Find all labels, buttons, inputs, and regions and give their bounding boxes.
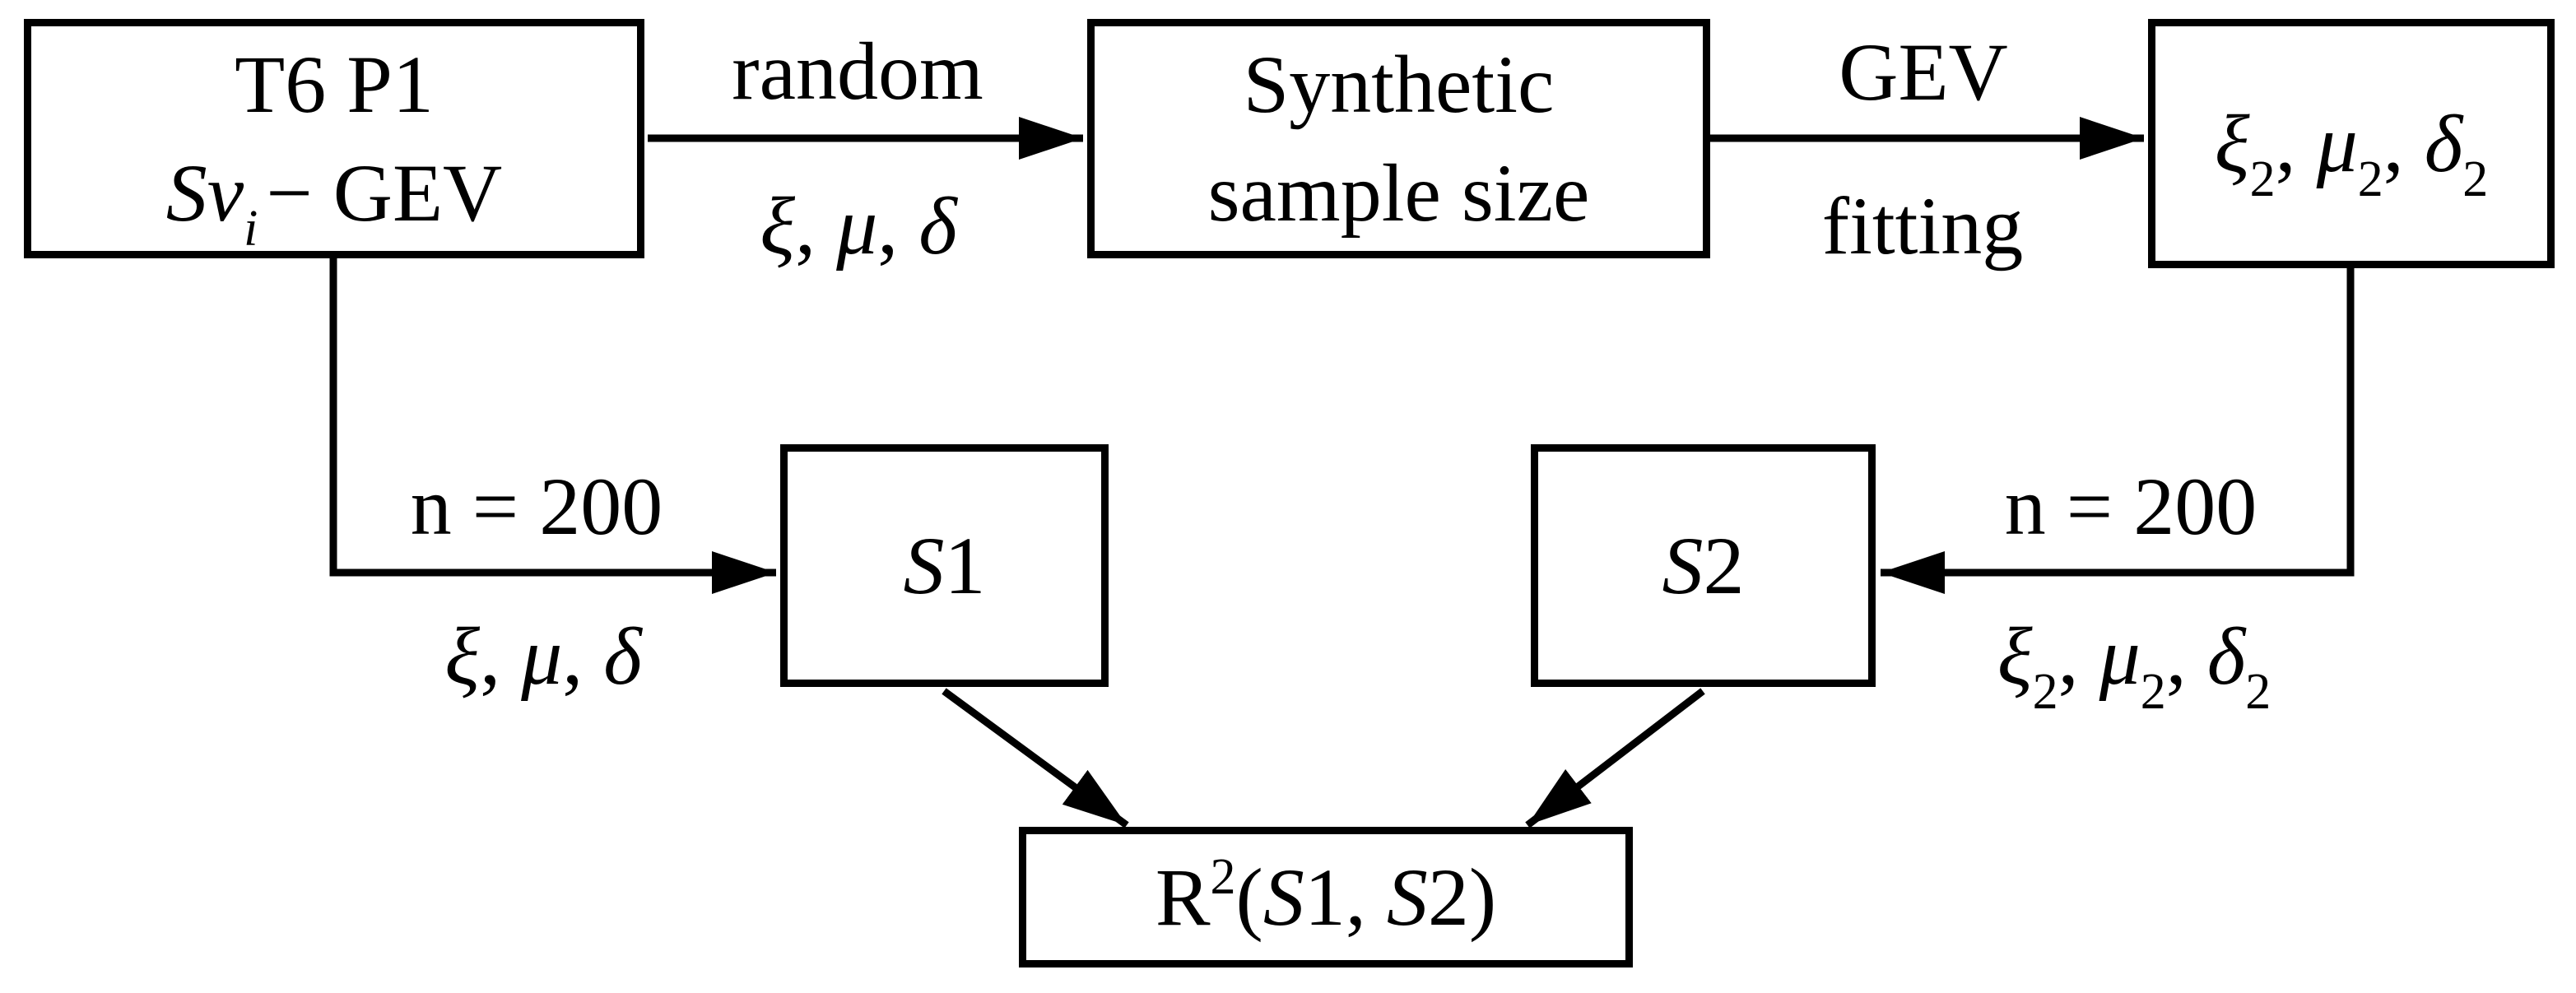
box-s1: S1	[780, 444, 1109, 687]
n200r-mu-sub: 2	[2140, 664, 2166, 720]
params2-mu: μ	[2316, 97, 2358, 189]
random-delta: δ	[918, 180, 957, 271]
s1-digit: 1	[944, 519, 986, 611]
s1-letter: S	[903, 519, 945, 611]
r2-s2-letter: S	[1386, 851, 1428, 943]
n200r-delta: δ	[2206, 610, 2246, 702]
box-t6p1-source: T6 P1 Svi− GEV	[24, 19, 644, 258]
r2-close-paren: )	[1468, 851, 1497, 943]
n200l-comma1: ,	[480, 610, 522, 702]
params2-mu-sub: 2	[2357, 151, 2383, 207]
n200l-xi: ξ	[444, 610, 481, 702]
params2-xi-sub: 2	[2249, 151, 2276, 207]
n200r-xi-sub: 2	[2032, 664, 2058, 720]
arrow-n200-right-line	[1881, 264, 2355, 594]
r2-exponent: 2	[1210, 848, 1236, 905]
arrow-s2-to-r2-line	[1525, 688, 1705, 828]
n200l-comma2: ,	[562, 610, 604, 702]
t6p1-sub-i: i	[244, 200, 258, 257]
n200l-delta: δ	[603, 610, 642, 702]
box-synthetic-sample-size: Synthetic sample size	[1087, 19, 1710, 258]
label-random: random	[732, 26, 983, 117]
n200r-mu: μ	[2099, 610, 2141, 702]
random-xi: ξ	[760, 180, 796, 271]
box-r2-comparison: R2(S1, S2)	[1019, 827, 1633, 967]
r2-s1-digit: 1	[1304, 851, 1346, 943]
n200r-xi: ξ	[1997, 610, 2033, 702]
n200l-mu: μ	[521, 610, 563, 702]
r2-comma: ,	[1345, 851, 1387, 943]
r2-s1-letter: S	[1262, 851, 1304, 943]
n200r-comma2: ,	[2165, 610, 2207, 702]
label-n200-right-params: ξ2, μ2, δ2	[1997, 607, 2271, 717]
r2-s2-digit: 2	[1427, 851, 1469, 943]
r2-label: R2(S1, S2)	[1155, 843, 1496, 952]
r2-r: R	[1155, 851, 1211, 943]
box-fitted-params: ξ2, μ2, δ2	[2148, 19, 2555, 268]
label-random-params: ξ, μ, δ	[760, 177, 957, 276]
params2-delta: δ	[2424, 97, 2463, 189]
s1-label: S1	[904, 512, 986, 620]
arrow-n200-left-line	[329, 255, 776, 594]
synthetic-line2: sample size	[1207, 146, 1590, 239]
s2-letter: S	[1662, 519, 1704, 611]
t6p1-line2: Svi− GEV	[165, 139, 503, 254]
s2-label: S2	[1662, 512, 1745, 620]
s2-digit: 2	[1703, 519, 1745, 611]
random-mu: μ	[836, 180, 878, 271]
r2-open-paren: (	[1235, 851, 1263, 943]
params2-xi: ξ	[2214, 97, 2250, 189]
n200r-delta-sub: 2	[2245, 664, 2271, 720]
box-s2: S2	[1531, 444, 1876, 687]
t6p1-sv: Sv	[165, 146, 244, 239]
random-comma2: ,	[877, 180, 919, 271]
n200r-comma1: ,	[2058, 610, 2099, 702]
params2-delta-sub: 2	[2462, 151, 2489, 207]
label-n200-right: n = 200	[2004, 461, 2257, 552]
label-n200-left: n = 200	[410, 461, 663, 552]
random-comma1: ,	[795, 180, 837, 271]
params2-comma1: ,	[2275, 97, 2317, 189]
fitted-params-line: ξ2, μ2, δ2	[2214, 90, 2489, 205]
label-gev: GEV	[1839, 26, 2008, 118]
synthetic-line1: Synthetic	[1243, 38, 1555, 130]
t6p1-minus-gev: − GEV	[266, 146, 503, 239]
params2-comma2: ,	[2383, 97, 2425, 189]
t6p1-line1: T6 P1	[235, 38, 434, 130]
arrow-s1-to-r2-line	[942, 688, 1129, 828]
label-fitting: fitting	[1821, 180, 2024, 271]
label-n200-left-params: ξ, μ, δ	[444, 607, 642, 706]
